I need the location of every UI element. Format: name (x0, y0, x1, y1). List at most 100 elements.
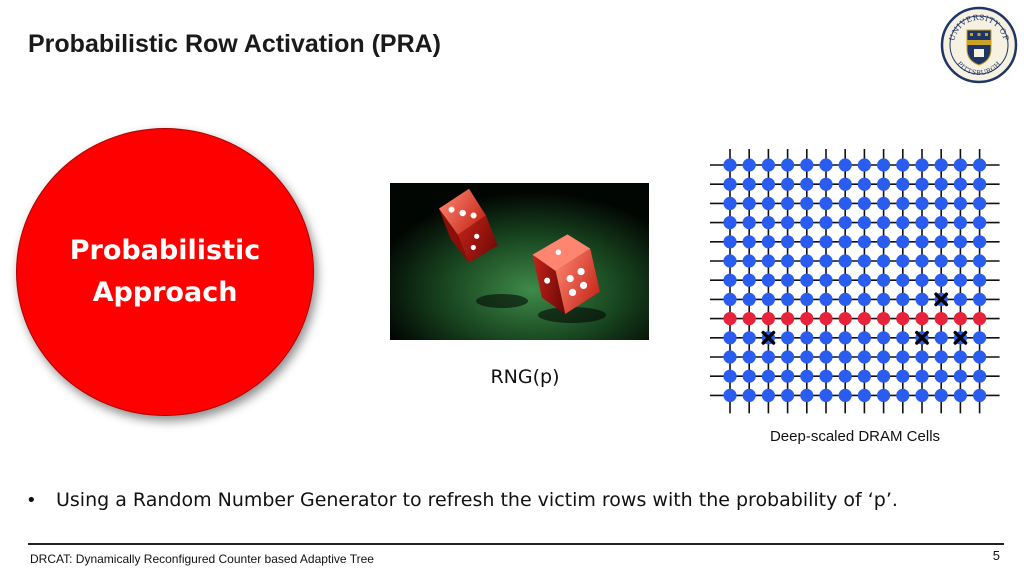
dram-cell (973, 216, 987, 230)
dram-cell (781, 388, 795, 402)
dram-cell (800, 273, 814, 287)
bullet-marker: • (26, 490, 37, 511)
dram-cell (800, 158, 814, 172)
dram-cell (877, 273, 891, 287)
university-seal: UNIVERSITY OF PITTSBURGH (940, 6, 1018, 84)
dram-cell (819, 196, 833, 210)
bullet-text: Using a Random Number Generator to refre… (56, 489, 898, 511)
dram-cell (857, 216, 871, 230)
dram-cell (877, 350, 891, 364)
dram-cell (915, 369, 929, 383)
aggressor-cell (896, 312, 910, 326)
dram-cell (819, 388, 833, 402)
dram-cell (742, 216, 756, 230)
dram-cell (857, 388, 871, 402)
dram-cell (742, 273, 756, 287)
dram-cell (819, 273, 833, 287)
dram-cell (723, 292, 737, 306)
dram-cell (877, 177, 891, 191)
aggressor-cell (781, 312, 795, 326)
dram-cell (838, 158, 852, 172)
dram-cell (781, 292, 795, 306)
dram-cell (973, 235, 987, 249)
dram-cell (973, 388, 987, 402)
dram-cell (761, 292, 775, 306)
dram-cell (934, 158, 948, 172)
probabilistic-approach-circle: Probabilistic Approach (16, 128, 314, 416)
dram-cell (800, 369, 814, 383)
dram-cell (857, 177, 871, 191)
aggressor-cell (800, 312, 814, 326)
dram-cell (819, 331, 833, 345)
dram-cell (800, 388, 814, 402)
dram-cell (723, 388, 737, 402)
dram-cell (800, 350, 814, 364)
dram-cell (761, 196, 775, 210)
dram-cell (896, 216, 910, 230)
dram-cell (896, 177, 910, 191)
cell-flip-mark (953, 330, 968, 345)
dram-cell (877, 331, 891, 345)
dram-cell (915, 273, 929, 287)
dram-cell (857, 369, 871, 383)
dram-cell (761, 254, 775, 268)
dram-cell (953, 196, 967, 210)
dram-cell (896, 235, 910, 249)
dram-cell (781, 158, 795, 172)
aggressor-cell (915, 312, 929, 326)
dram-cell (800, 331, 814, 345)
dram-cell (838, 273, 852, 287)
dram-cell (953, 388, 967, 402)
dram-cell (819, 177, 833, 191)
dram-cell (915, 350, 929, 364)
dram-cell (781, 235, 795, 249)
dram-cell (915, 177, 929, 191)
dram-cell (973, 177, 987, 191)
dram-cell (819, 350, 833, 364)
dram-cell (761, 177, 775, 191)
dram-cell (934, 216, 948, 230)
die-right (532, 234, 600, 314)
dram-cell (723, 273, 737, 287)
dram-cell (857, 235, 871, 249)
dram-cell (819, 216, 833, 230)
aggressor-cell (953, 312, 967, 326)
dram-cell (723, 177, 737, 191)
dram-cell (723, 350, 737, 364)
dram-cell (781, 254, 795, 268)
dram-cell (857, 158, 871, 172)
dram-cell (742, 254, 756, 268)
dram-cell (973, 350, 987, 364)
dram-cell (896, 292, 910, 306)
dram-cell (742, 350, 756, 364)
dram-cell (934, 369, 948, 383)
dram-cell (761, 158, 775, 172)
dram-cell (915, 292, 929, 306)
cell-flip-mark (934, 292, 949, 307)
dram-cell (742, 196, 756, 210)
dram-cell (934, 350, 948, 364)
dram-cell-grid (710, 149, 1000, 414)
dram-cell (953, 273, 967, 287)
dram-cell (761, 350, 775, 364)
dram-cell (723, 235, 737, 249)
circle-label: Probabilistic Approach (69, 235, 261, 308)
cell-flip-mark (915, 330, 929, 345)
dram-cell (761, 388, 775, 402)
dram-cell (934, 388, 948, 402)
rng-caption: RNG(p) (490, 366, 560, 388)
dram-cell (896, 196, 910, 210)
dram-cell (781, 331, 795, 345)
dram-cell (742, 331, 756, 345)
dram-cell (896, 158, 910, 172)
dram-cell (838, 216, 852, 230)
dram-cell (781, 369, 795, 383)
dram-cell (973, 369, 987, 383)
dram-cell (742, 158, 756, 172)
dram-cell (838, 388, 852, 402)
dram-cell (973, 196, 987, 210)
dram-cell (953, 177, 967, 191)
dram-cell (896, 273, 910, 287)
dram-cell (877, 254, 891, 268)
dram-cell (877, 369, 891, 383)
